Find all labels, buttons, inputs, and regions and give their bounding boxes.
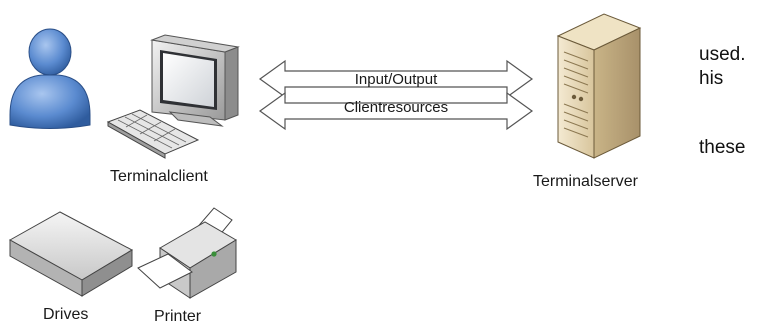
server-tower-icon <box>556 13 642 159</box>
side-text-used: used. <box>699 44 746 65</box>
arrow-clientresources <box>258 91 534 131</box>
arrow-label-clientresources: Clientresources <box>344 99 448 116</box>
arrow-label-input-output: Input/Output <box>355 71 438 88</box>
label-drives: Drives <box>43 306 88 323</box>
label-terminalclient: Terminalclient <box>110 168 208 185</box>
arrow-input-output <box>258 59 534 99</box>
printer-icon <box>137 207 237 299</box>
user-icon <box>9 28 91 129</box>
label-terminalserver: Terminalserver <box>533 173 639 190</box>
monitor-icon <box>150 34 240 127</box>
side-text-these: these <box>699 137 746 158</box>
drive-box-icon <box>8 211 134 297</box>
keyboard-icon <box>106 109 200 159</box>
side-text-his: his <box>699 68 724 89</box>
label-printer: Printer <box>154 308 202 323</box>
